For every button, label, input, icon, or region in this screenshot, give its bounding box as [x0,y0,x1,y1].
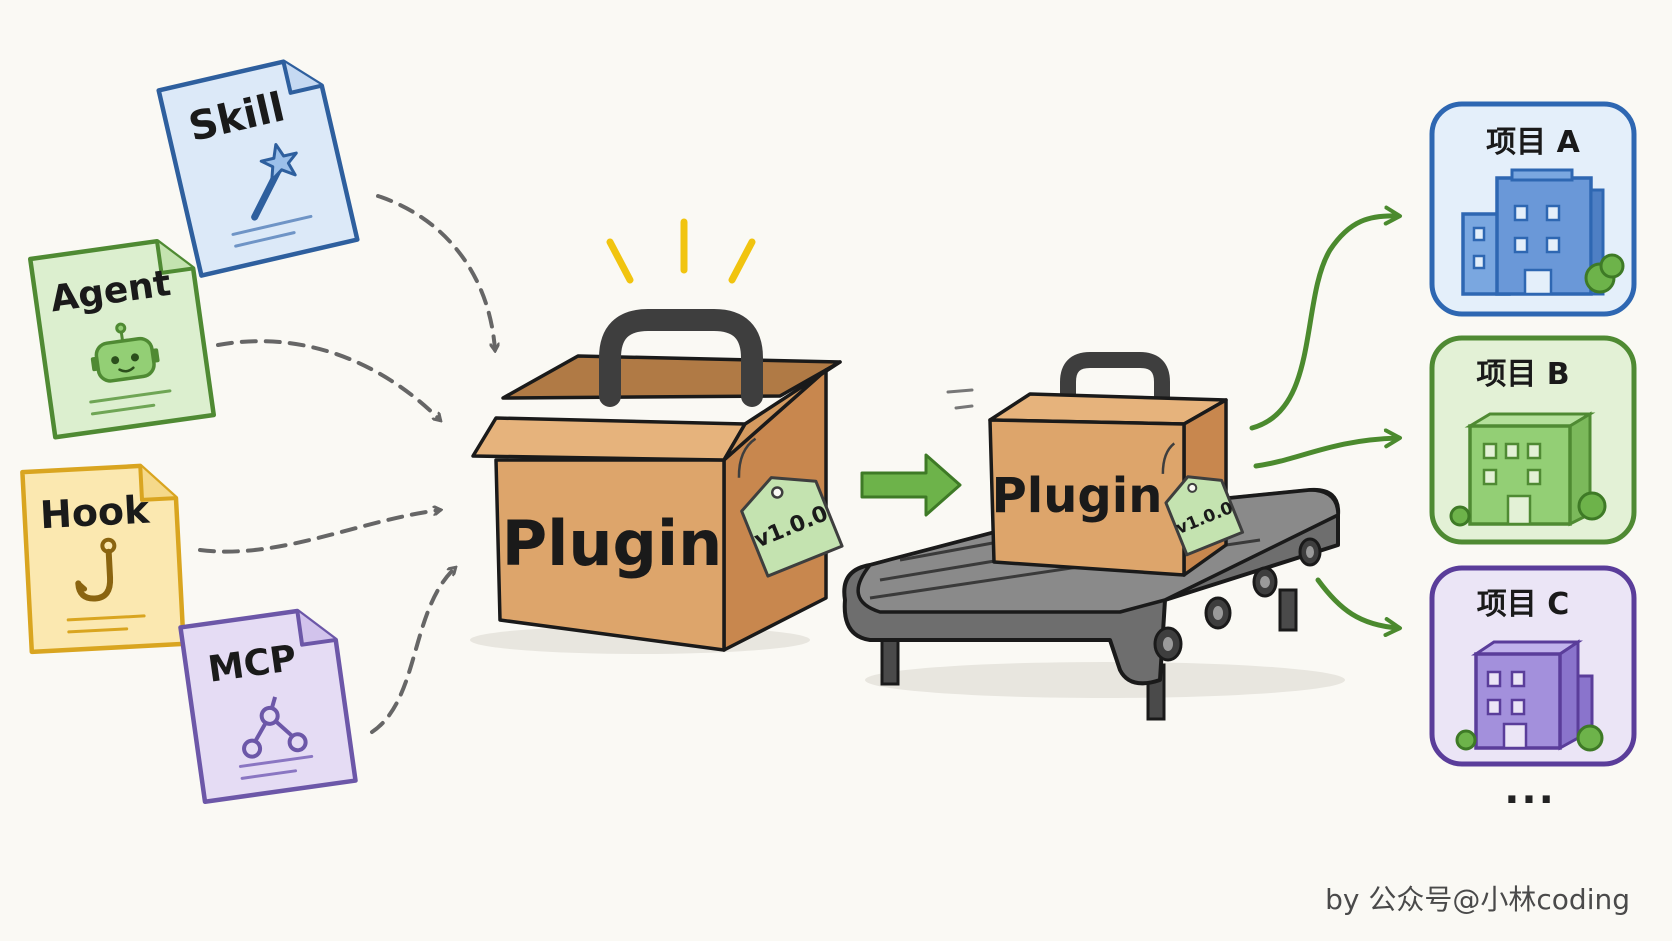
building-icon [1461,168,1625,296]
project-c-label: 项目 C [1477,587,1569,622]
project-a-label: 项目 A [1486,125,1580,160]
project-b-card: 项目 B [1429,335,1637,545]
building-icon [1455,639,1604,752]
shipped-plugin-box: Plugin v1.0.0 [946,352,1245,577]
plugin-box-label: Plugin [502,507,723,580]
arrow-to-project-c [1315,577,1402,638]
project-c-card: 项目 C [1429,565,1637,767]
dashed-arrows [198,194,495,734]
arrow-agent-to-plugin [216,339,440,420]
hook-icon [75,537,117,602]
hook-document: Hook [20,463,186,655]
project-b-label: 项目 B [1476,357,1569,392]
version-tag: v1.0.0 [737,437,844,578]
shipped-box-label: Plugin [992,468,1163,524]
mcp-document: MCP [178,608,358,804]
arrow-hook-to-plugin [198,510,440,554]
author-credit: by 公众号@小林coding [1325,883,1630,916]
agent-document: Agent [28,238,216,440]
plugin-box: Plugin v1.0.0 [470,218,844,654]
shipped-box-handle [1060,352,1170,420]
arrow-to-project-b [1253,428,1402,469]
network-icon [242,696,308,759]
robot-icon [90,322,160,383]
project-a-card: 项目 A [1429,101,1637,317]
sparkle-icon [606,218,756,284]
ship-arrow-icon [860,453,962,517]
shipped-version-tag: v1.0.0 [1161,442,1245,557]
skill-document: Skill [156,59,360,278]
arrow-mcp-to-plugin [370,568,455,734]
more-projects-ellipsis: ... [1504,767,1556,813]
arrow-skill-to-plugin [376,194,495,350]
hook-label: Hook [39,488,151,538]
deploy-arrows [1249,205,1402,638]
box-handle [599,309,763,407]
building-icon [1449,411,1607,527]
arrow-to-project-a [1249,205,1402,431]
magic-wand-icon [251,142,298,221]
